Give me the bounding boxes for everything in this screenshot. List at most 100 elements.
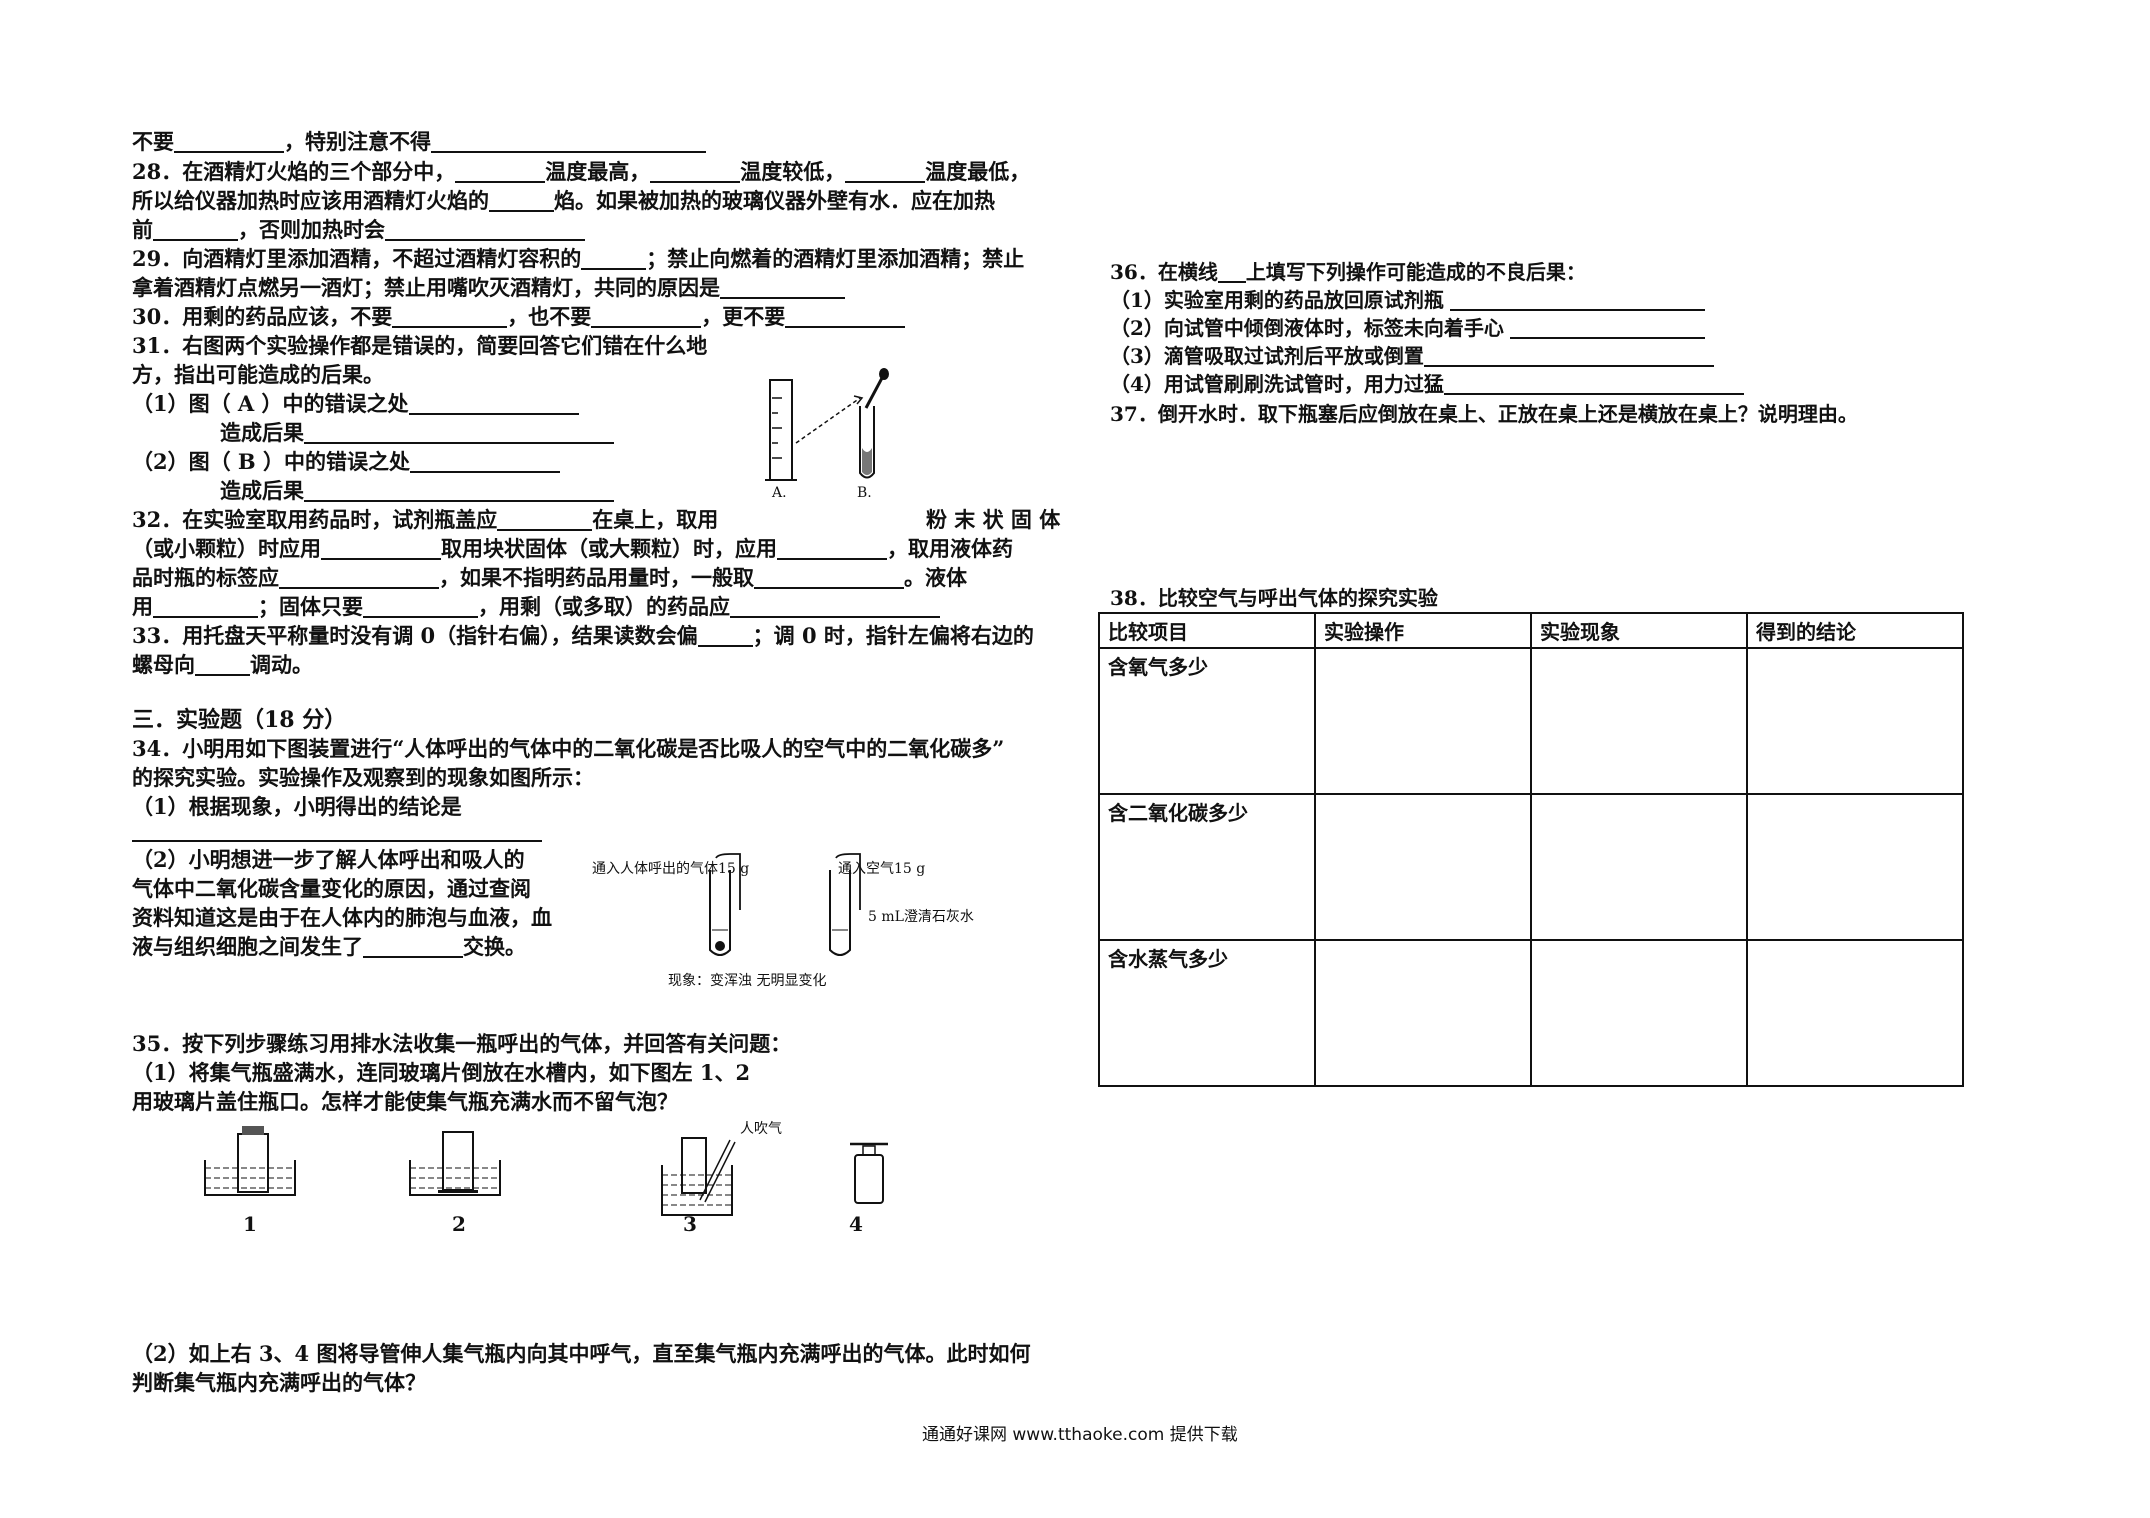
- table-header: 实验现象: [1530, 612, 1748, 649]
- answer-cell[interactable]: [1530, 793, 1748, 941]
- figure-number: 1: [243, 1212, 257, 1236]
- question-38: 38．比较空气与呼出气体的探究实验: [1110, 586, 1438, 610]
- answer-cell[interactable]: [1746, 647, 1964, 795]
- answer-blank[interactable]: [1509, 317, 1705, 339]
- answer-blank[interactable]: [785, 306, 906, 328]
- question-34-part2-line2: 气体中二氧化碳含量变化的原因，通过查阅: [132, 876, 531, 901]
- answer-blank[interactable]: [304, 480, 614, 502]
- water-trough-icon: [409, 1131, 501, 1196]
- question-28-line2: 所以给仪器加热时应该用酒精灯火焰的焰。如果被加热的玻璃仪器外壁有水．应在加热: [132, 187, 995, 215]
- answer-blank[interactable]: [385, 219, 585, 241]
- answer-blank[interactable]: [409, 451, 560, 473]
- text: 用: [132, 594, 153, 619]
- answer-blank[interactable]: [497, 509, 593, 531]
- answer-blank[interactable]: [1443, 373, 1744, 395]
- answer-blank[interactable]: [431, 131, 706, 153]
- text: 29．向酒精灯里添加酒精，不超过酒精灯容积的: [132, 246, 582, 271]
- text: （2）图（ B ）中的错误之处: [132, 449, 410, 474]
- text: 前: [132, 217, 153, 242]
- answer-blank[interactable]: [153, 596, 258, 618]
- question-28-line3: 前 ，否则加热时会: [132, 216, 585, 244]
- question-34-line2: 的探究实验。实验操作及观察到的现象如图所示：: [132, 765, 594, 790]
- q34-figure: [709, 853, 861, 956]
- question-29: 29．向酒精灯里添加酒精，不超过酒精灯容积的 ；禁止向燃着的酒精灯里添加酒精；禁止: [132, 245, 1024, 273]
- text: ，如果不指明药品用量时，一般取: [439, 565, 754, 590]
- answer-blank[interactable]: [321, 538, 441, 560]
- text: 温度最高，: [545, 159, 651, 184]
- figure-number: 4: [849, 1212, 863, 1236]
- text: ，取用液体药: [887, 536, 1013, 561]
- answer-blank[interactable]: [304, 422, 614, 444]
- question-30: 30．用剩的药品应该，不要，也不要，更不要: [132, 303, 906, 331]
- answer-blank[interactable]: [720, 277, 845, 299]
- test-tube-icon: [829, 853, 861, 956]
- answer-blank[interactable]: [1449, 289, 1705, 311]
- text: 焰。如果被加热的玻璃仪器外壁有水．应在加热: [554, 188, 995, 213]
- q35-figure: [204, 1126, 888, 1216]
- table-header: 实验操作: [1314, 612, 1532, 649]
- text: 32．在实验室取用药品时，试剂瓶盖应: [132, 507, 498, 532]
- text: 造成后果: [220, 420, 304, 445]
- question-32-line2: （或小颗粒）时应用取用块状固体（或大颗粒）时，应用，取用液体药: [132, 535, 1013, 563]
- answer-cell[interactable]: [1530, 939, 1748, 1087]
- text: 30．用剩的药品应该，不要: [132, 304, 393, 329]
- answer-blank[interactable]: [845, 161, 926, 183]
- question-35-part1-line2: 用玻璃片盖住瓶口。怎样才能使集气瓶充满水而不留气泡？: [132, 1089, 678, 1114]
- answer-blank[interactable]: [174, 131, 284, 153]
- text: 螺母向: [132, 652, 195, 677]
- answer-cell[interactable]: [1314, 793, 1532, 941]
- answer-blank[interactable]: [754, 567, 904, 589]
- text: 在桌上，取用: [592, 507, 719, 532]
- text: 粉 末 状 固 体: [926, 507, 1061, 532]
- text: （或小颗粒）时应用: [132, 536, 321, 561]
- text: 33．用托盘天平称量时没有调 0（指针右偏），结果读数会偏: [132, 623, 698, 648]
- table-header: 比较项目: [1098, 612, 1316, 649]
- answer-blank[interactable]: [489, 190, 554, 212]
- answer-cell[interactable]: [1746, 939, 1964, 1087]
- row-label: 含氧气多少: [1098, 647, 1316, 795]
- answer-blank[interactable]: [363, 596, 478, 618]
- row-label: 含水蒸气多少: [1098, 939, 1316, 1087]
- answer-blank[interactable]: [132, 820, 542, 842]
- gas-bottle-icon: [850, 1142, 888, 1204]
- answer-blank[interactable]: [1423, 345, 1714, 367]
- test-tube-icon: [859, 406, 875, 479]
- question-31: 31．右图两个实验操作都是错误的，简要回答它们错在什么地: [132, 332, 707, 360]
- question-32-line4: 用；固体只要，用剩（或多取）的药品应: [132, 593, 940, 621]
- arrow-icon: [795, 397, 861, 444]
- answer-blank[interactable]: [363, 936, 463, 958]
- answer-cell[interactable]: [1746, 793, 1964, 941]
- answer-blank[interactable]: [730, 596, 940, 618]
- question-33: 33．用托盘天平称量时没有调 0（指针右偏），结果读数会偏；调 0 时，指针左偏…: [132, 622, 1034, 650]
- text: 31．右图两个实验操作都是错误的，简要回答它们错在什么地: [132, 333, 708, 358]
- fill-line: 不要，特别注意不得: [132, 128, 706, 156]
- text: 不要: [132, 129, 174, 154]
- graduated-cylinder-icon: [765, 379, 797, 481]
- answer-cell[interactable]: [1530, 647, 1748, 795]
- answer-blank[interactable]: [591, 306, 702, 328]
- answer-cell[interactable]: [1314, 939, 1532, 1087]
- answer-blank[interactable]: [777, 538, 887, 560]
- answer-blank[interactable]: [392, 306, 508, 328]
- answer-cell[interactable]: [1314, 647, 1532, 795]
- text: ，否则加热时会: [238, 217, 385, 242]
- question-36: 36．在横线上填写下列操作可能造成的不良后果：: [1110, 258, 1586, 286]
- figure-label-reagent: 5 mL澄清石灰水: [868, 909, 974, 925]
- answer-blank[interactable]: [650, 161, 741, 183]
- answer-blank[interactable]: [581, 248, 647, 270]
- answer-blank[interactable]: [1217, 261, 1246, 283]
- text: 温度最低，: [925, 159, 1031, 184]
- table-row: 含水蒸气多少: [1098, 939, 1964, 1087]
- text: 温度较低，: [740, 159, 846, 184]
- answer-blank[interactable]: [697, 625, 753, 647]
- figure-label-b: B.: [857, 485, 872, 501]
- answer-blank[interactable]: [455, 161, 546, 183]
- answer-blank[interactable]: [408, 393, 579, 415]
- answer-blank[interactable]: [195, 654, 250, 676]
- text: 品时瓶的标签应: [132, 565, 279, 590]
- answer-blank[interactable]: [279, 567, 439, 589]
- text: ；禁止向燃着的酒精灯里添加酒精；禁止: [646, 246, 1025, 271]
- question-34-part2: （2）小明想进一步了解人体呼出和吸人的: [132, 847, 525, 872]
- text: ；固体只要: [258, 594, 363, 619]
- answer-blank[interactable]: [153, 219, 238, 241]
